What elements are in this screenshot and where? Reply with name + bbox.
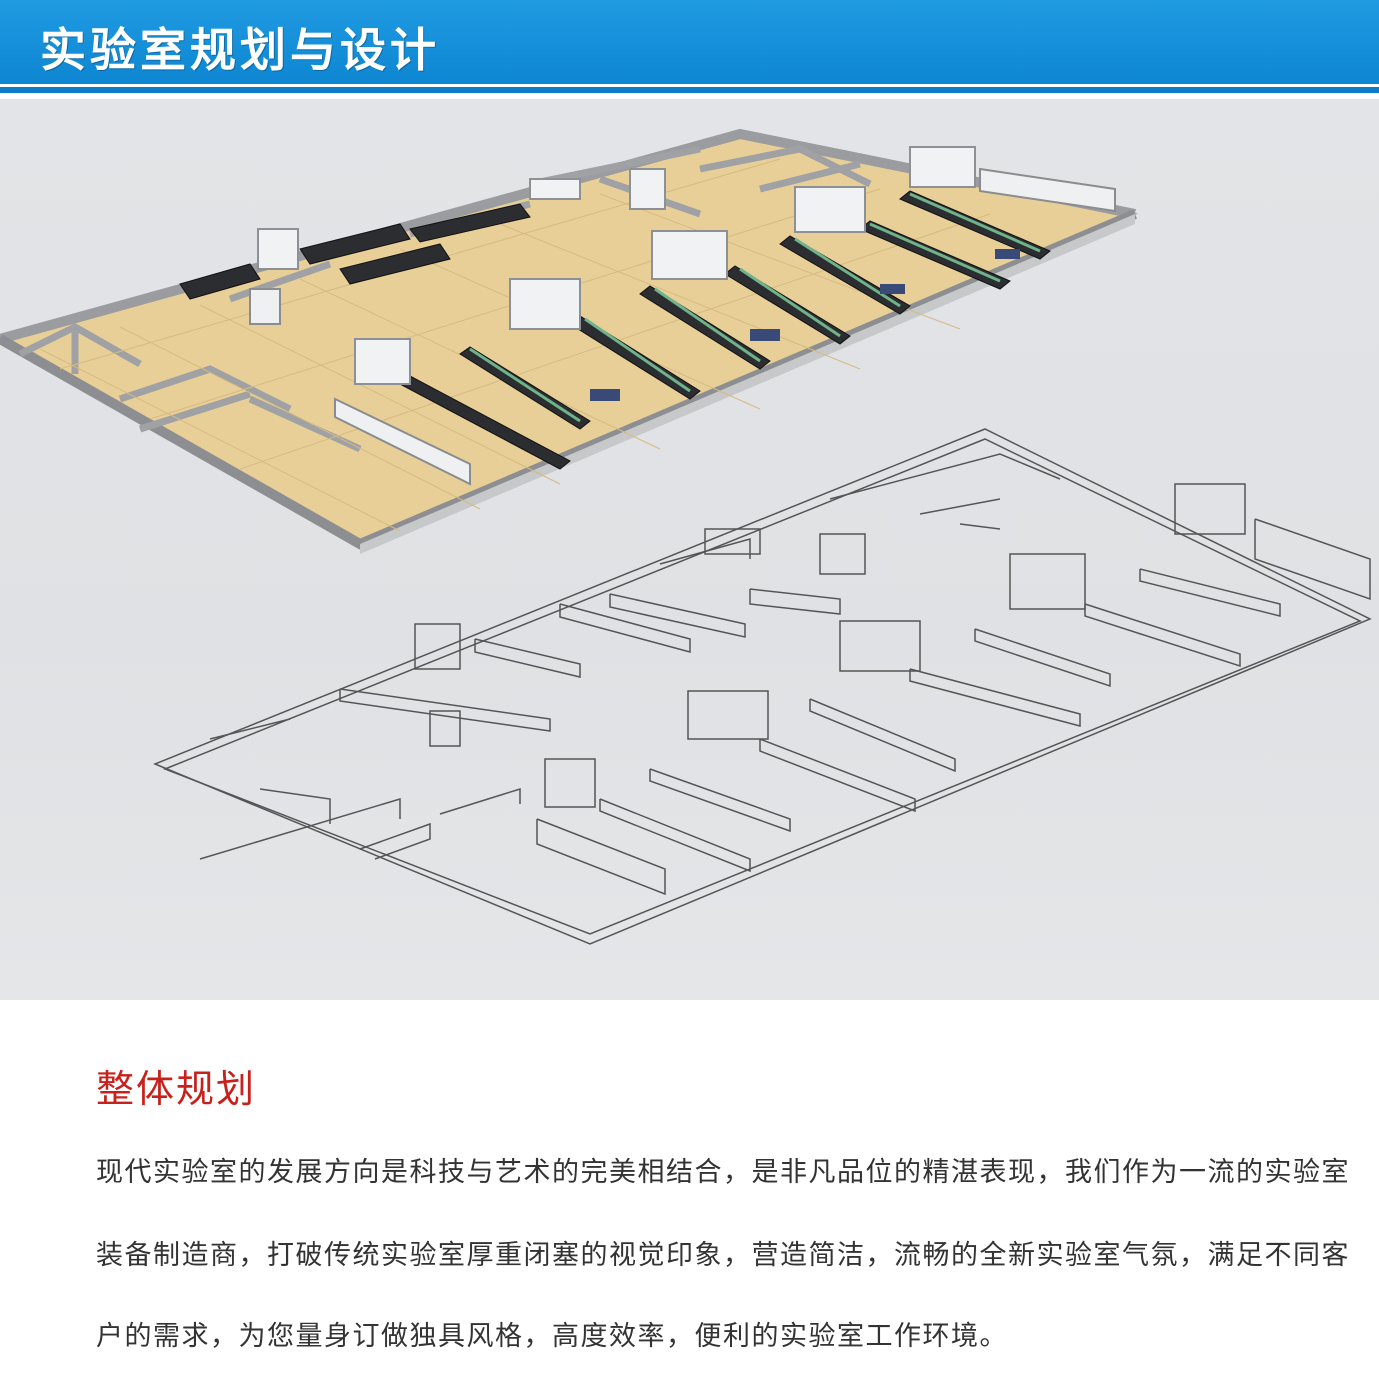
paragraph-line-3: 户的需求，为您量身订做独具风格，高度效率，便利的实验室工作环境。 — [96, 1321, 1008, 1352]
wireframe-3d-lab-floor-plan — [153, 428, 1372, 945]
lab-plan-illustration — [0, 128, 1372, 945]
illustration-area — [0, 99, 1379, 1000]
header-banner: 实验室规划与设计 — [0, 0, 1379, 84]
section-title: 整体规划 — [96, 1067, 257, 1111]
rendered-3d-lab-floor-plan — [0, 128, 1139, 554]
header-divider — [0, 84, 1379, 93]
page-title: 实验室规划与设计 — [40, 23, 440, 77]
paragraph-line-2: 装备制造商，打破传统实验室厚重闭塞的视觉印象，营造简洁，流畅的全新实验室气氛，满… — [96, 1240, 1350, 1271]
paragraph-line-1: 现代实验室的发展方向是科技与艺术的完美相结合，是非凡品位的精湛表现，我们作为一流… — [96, 1157, 1350, 1188]
